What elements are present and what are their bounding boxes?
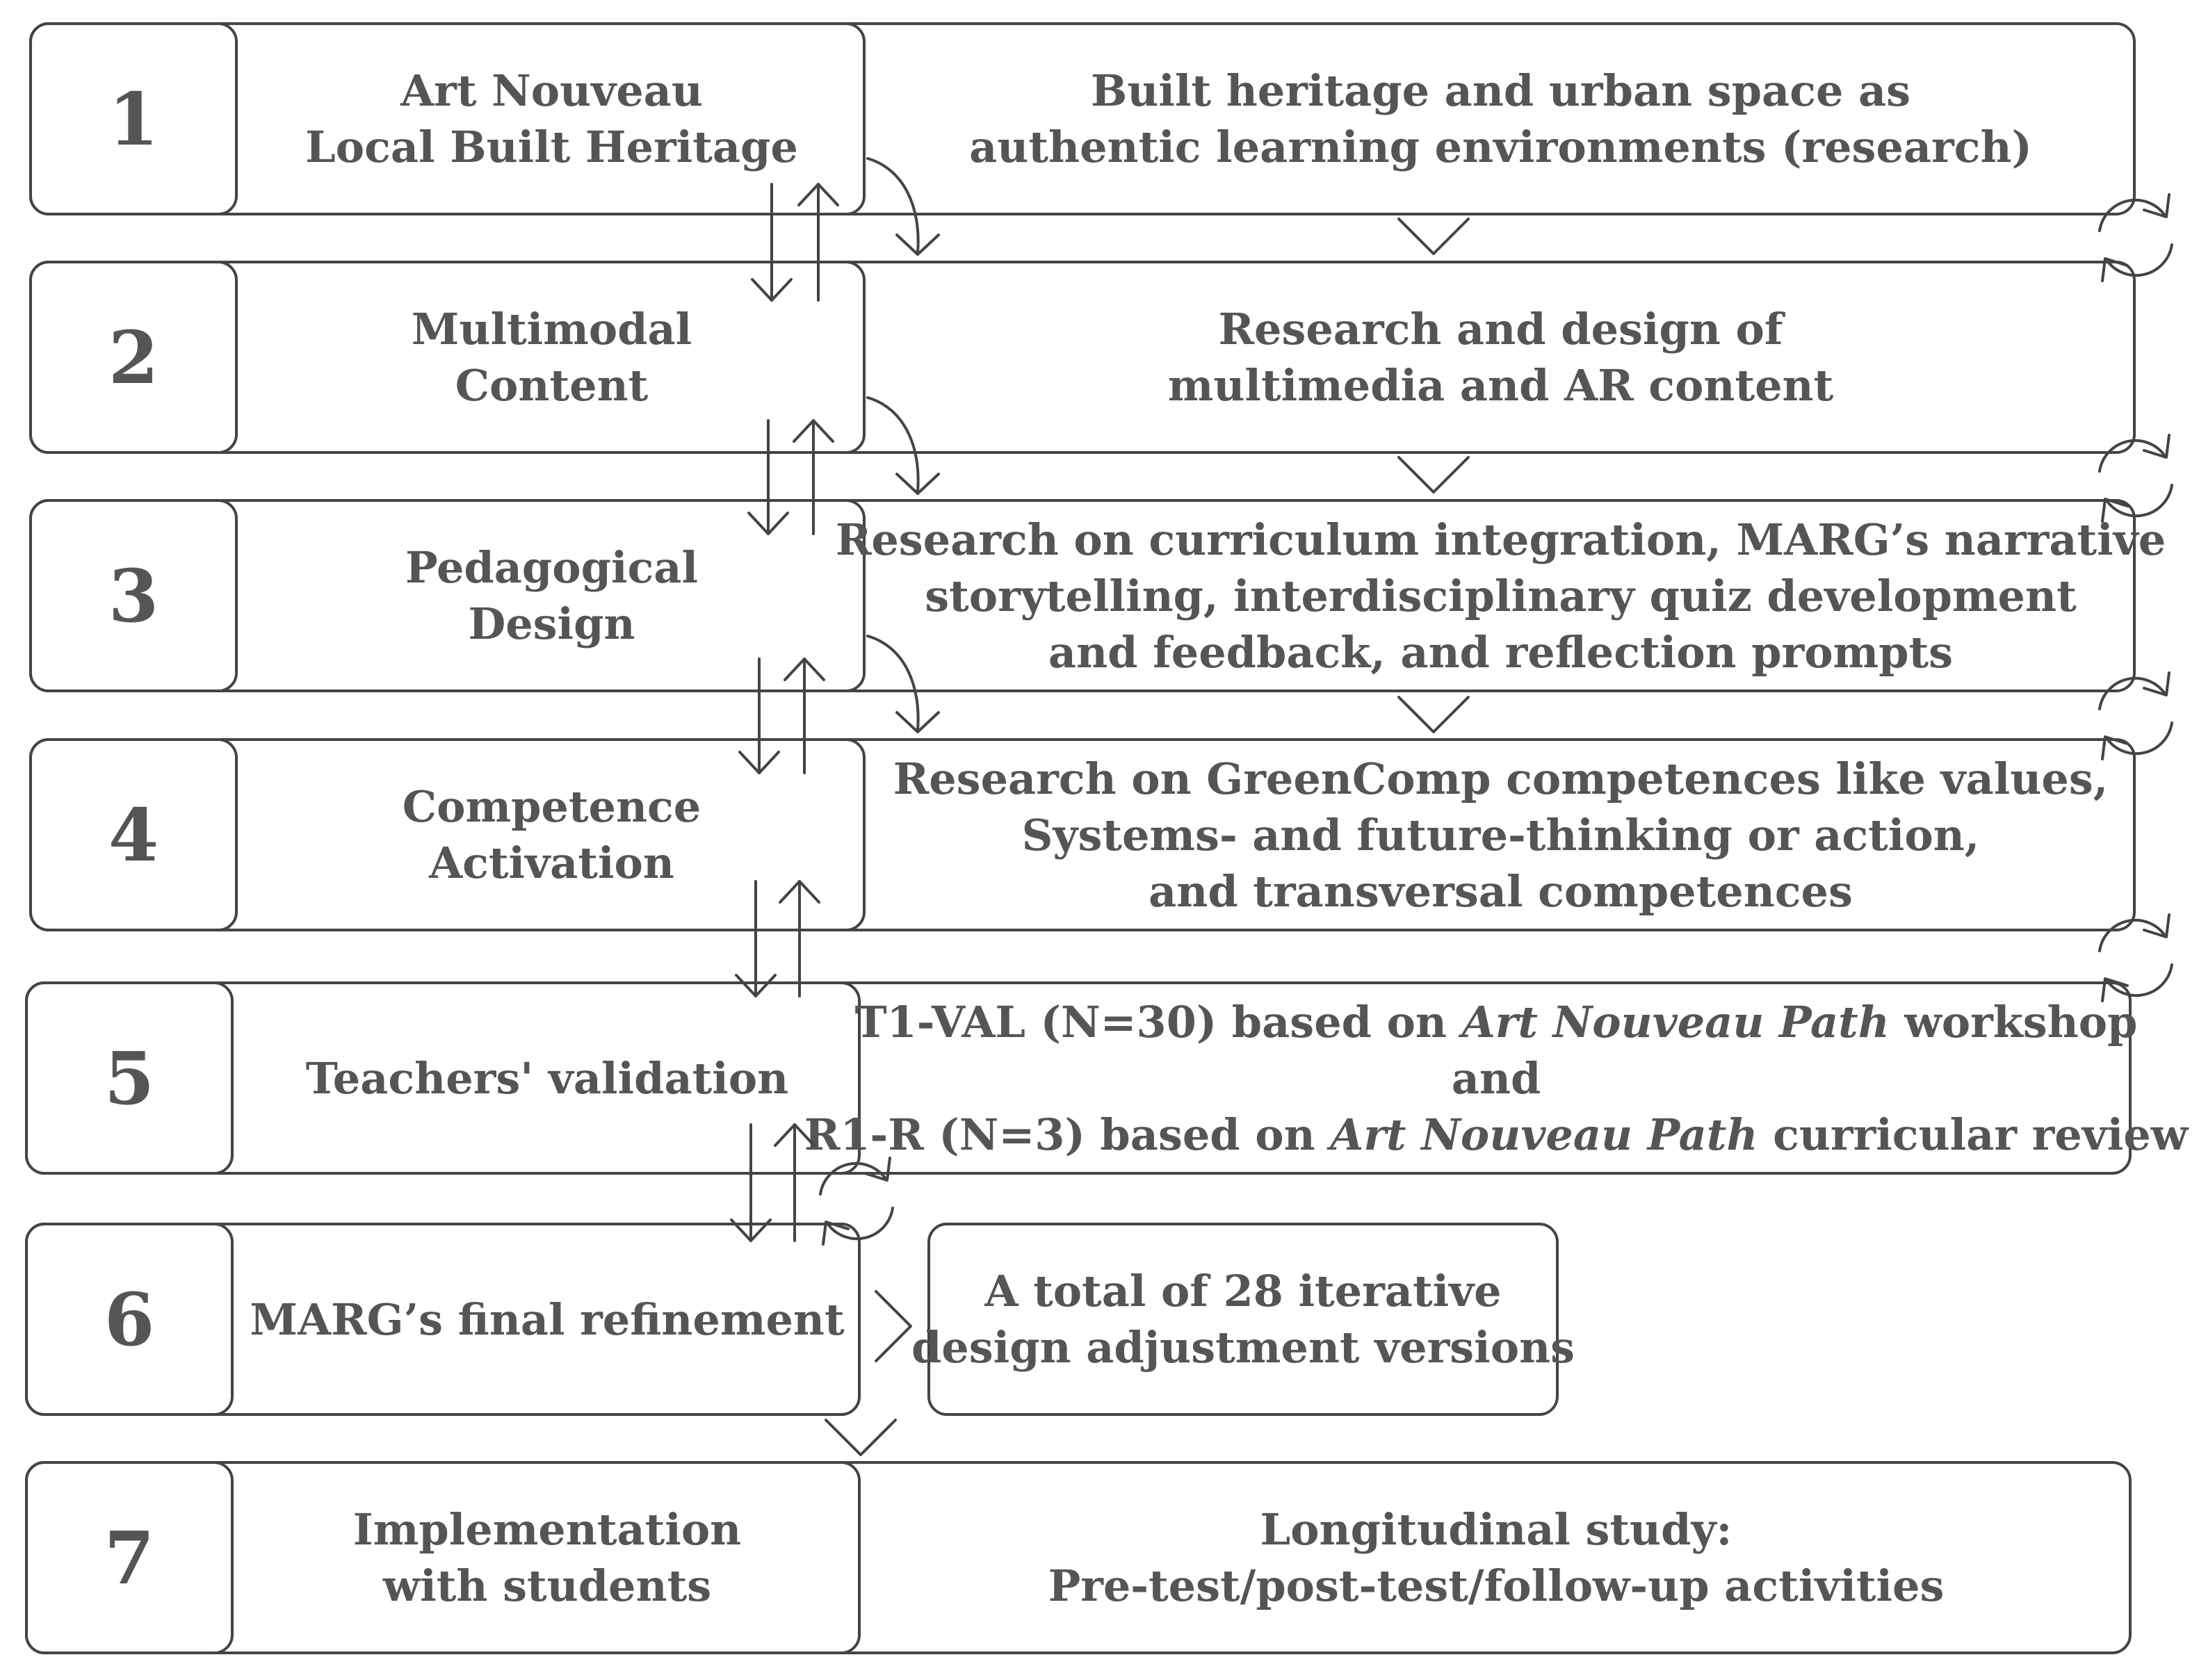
text-line: with students xyxy=(382,1560,712,1611)
step-number: 6 xyxy=(104,1276,155,1362)
step-detail: Built heritage and urban space as authent… xyxy=(866,22,2136,215)
text-line: and feedback, and reflection prompts xyxy=(1048,626,1954,678)
step-2-number-box xyxy=(29,261,238,454)
step-detail: A total of 28 iterative design adjustment… xyxy=(911,1223,1575,1416)
text-segment: curricular review xyxy=(1758,1109,2189,1160)
text-line: Implementation xyxy=(352,1504,742,1555)
text-line: T1-VAL (N=30) based on Art Nouveau Path … xyxy=(855,994,2138,1050)
step-7-number-box xyxy=(25,1461,234,1654)
text-line: Longitudinal study: xyxy=(1260,1504,1733,1555)
step-number: 1 xyxy=(108,76,159,162)
step-5-number-box xyxy=(25,981,234,1175)
step-number: 4 xyxy=(108,792,159,878)
refresh-cycle-icon xyxy=(2098,671,2173,760)
text-segment: and xyxy=(1451,1052,1541,1104)
text-line: and xyxy=(1452,1050,1541,1107)
step-detail: Research and design of multimedia and AR … xyxy=(866,261,2136,454)
step-4-number-box xyxy=(29,738,238,931)
text-line: Design xyxy=(468,598,635,649)
text-line: Pre-test/post-test/follow-up activities xyxy=(1048,1560,1945,1611)
chevron-down-icon xyxy=(1397,696,1470,733)
text-line: Multimodal xyxy=(411,304,692,354)
double-arrow-up-down-icon xyxy=(738,658,825,774)
text-line: Art Nouveau xyxy=(400,65,703,116)
step-1-number-box xyxy=(29,22,238,215)
step-6-detail-box xyxy=(927,1223,1559,1416)
text-line: Research on curriculum integration, MARG… xyxy=(835,514,2166,565)
step-3-number-box xyxy=(29,499,238,692)
step-number: 2 xyxy=(108,314,159,400)
italic-title: Art Nouveau Path xyxy=(1461,996,1890,1047)
double-arrow-up-down-icon xyxy=(730,1123,816,1242)
curved-arrow-down-icon xyxy=(866,396,940,495)
text-line: Teachers' validation xyxy=(305,1052,789,1104)
step-detail: Research on GreenComp competences like v… xyxy=(866,738,2136,931)
text-line: Built heritage and urban space as xyxy=(1090,65,1911,116)
curved-arrow-down-icon xyxy=(866,157,940,256)
text-line: Systems- and future-thinking or action, xyxy=(1021,809,1980,861)
text-line: MARG’s final refinement xyxy=(250,1294,845,1345)
step-detail: Longitudinal study:Pre-test/post-test/fo… xyxy=(861,1461,2132,1654)
step-title: MARG’s final refinement xyxy=(234,1223,861,1416)
curved-arrow-down-icon xyxy=(866,635,940,733)
refresh-cycle-icon xyxy=(2098,434,2173,523)
refresh-cycle-icon xyxy=(819,1157,894,1246)
double-arrow-up-down-icon xyxy=(751,183,839,302)
step-number: 5 xyxy=(104,1035,155,1121)
text-line: design adjustment versions xyxy=(911,1322,1575,1373)
step-6-number-box xyxy=(25,1223,234,1416)
text-segment: T1-VAL (N=30) based on xyxy=(854,996,1462,1047)
text-segment: workshop xyxy=(1889,996,2138,1047)
text-line: Content xyxy=(455,360,649,411)
refresh-cycle-icon xyxy=(2098,913,2173,1002)
step-number: 3 xyxy=(108,553,159,639)
text-segment: R1-R (N=3) based on xyxy=(804,1109,1331,1160)
italic-title: Art Nouveau Path xyxy=(1330,1109,1758,1160)
chevron-down-icon xyxy=(825,1419,897,1456)
text-line: A total of 28 iterative xyxy=(984,1266,1502,1316)
chevron-right-icon xyxy=(875,1290,912,1362)
text-line: authentic learning environments (researc… xyxy=(969,122,2032,172)
refresh-cycle-icon xyxy=(2098,193,2173,282)
text-line: Competence xyxy=(402,781,701,832)
text-line: Activation xyxy=(429,838,674,888)
step-detail: Research on curriculum integration, MARG… xyxy=(836,499,2166,692)
text-line: Research on GreenComp competences like v… xyxy=(893,753,2109,804)
step-number: 7 xyxy=(104,1515,155,1601)
double-arrow-up-down-icon xyxy=(735,880,820,997)
text-line: Local Built Heritage xyxy=(305,122,798,172)
text-line: R1-R (N=3) based on Art Nouveau Path cur… xyxy=(804,1107,2188,1163)
text-line: Research and design of xyxy=(1218,304,1783,354)
text-line: multimedia and AR content xyxy=(1167,360,1834,411)
chevron-down-icon xyxy=(1397,218,1470,255)
text-line: storytelling, interdisciplinary quiz dev… xyxy=(925,570,2077,621)
step-detail: T1-VAL (N=30) based on Art Nouveau Path … xyxy=(804,981,2188,1175)
text-line: Pedagogical xyxy=(405,542,698,593)
text-line: and transversal competences xyxy=(1149,865,1853,917)
step-title: Teachers' validation xyxy=(234,981,861,1175)
chevron-down-icon xyxy=(1397,456,1470,494)
double-arrow-up-down-icon xyxy=(747,419,834,535)
